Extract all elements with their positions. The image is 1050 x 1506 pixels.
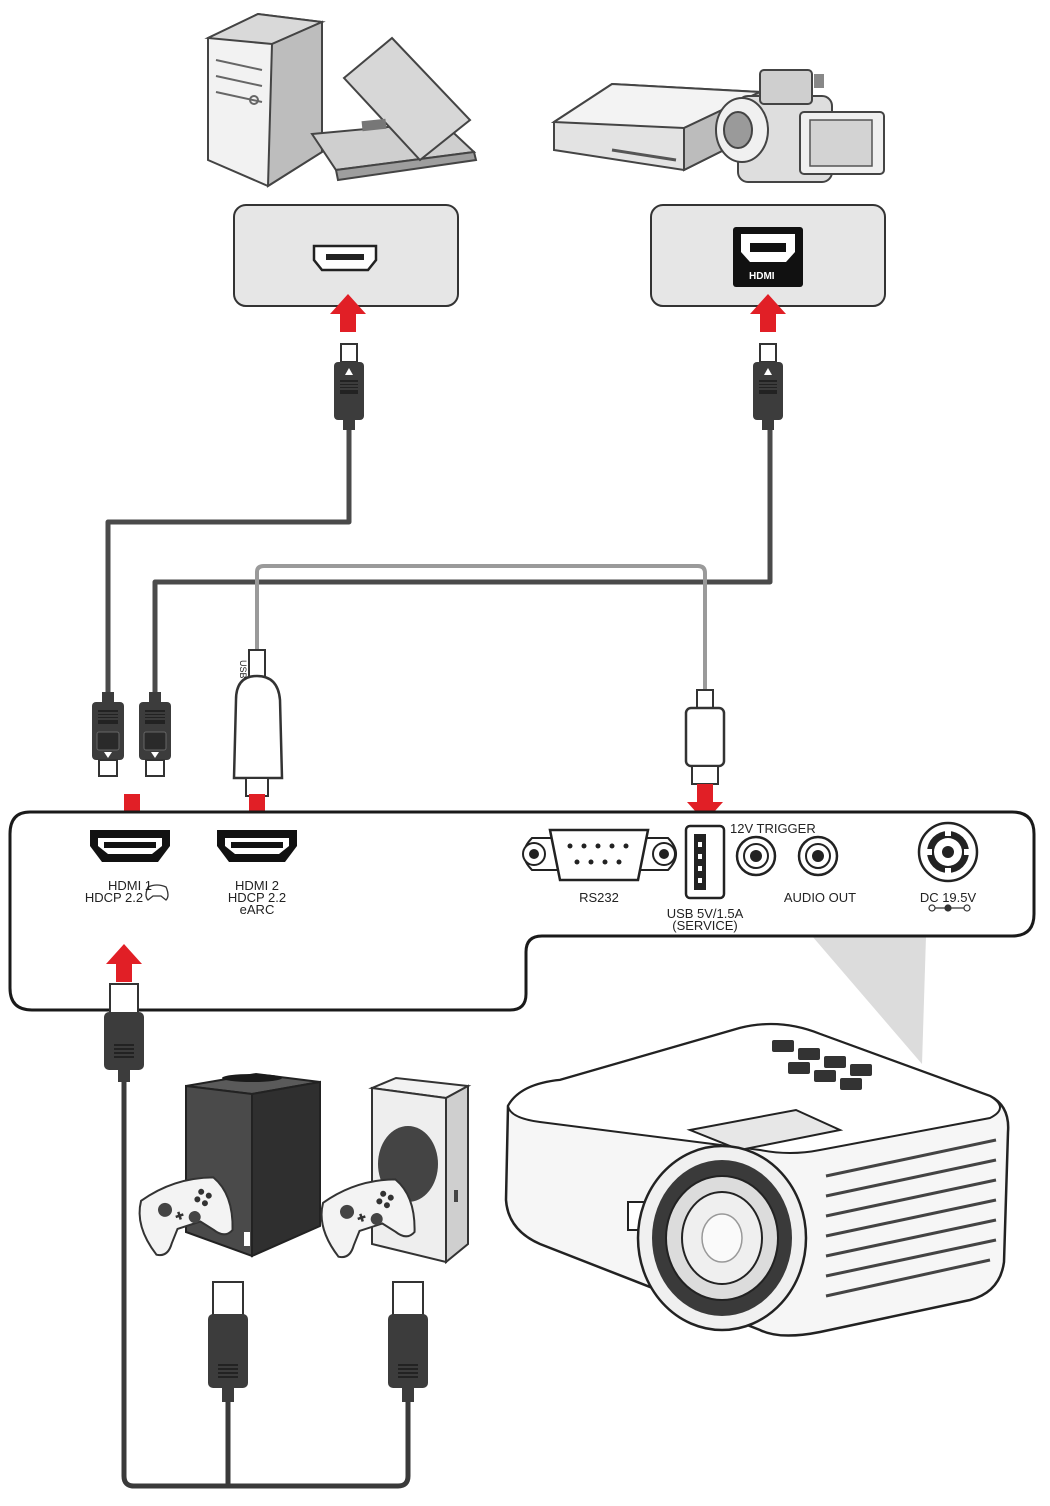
desktop-tower-icon	[204, 12, 326, 188]
camcorder-icon	[715, 69, 885, 183]
hdmi-cable-consoles	[121, 1075, 411, 1489]
hdmi-plug-computer	[333, 343, 365, 431]
usb-streaming-dongle-icon	[232, 649, 284, 797]
hdmi2-label-line3: eARC	[239, 902, 275, 917]
trigger-label: 12V TRIGGER	[730, 821, 816, 836]
usb-port	[684, 824, 726, 900]
zoom-beam	[812, 936, 926, 1064]
controller-small-icon	[145, 884, 169, 901]
trigger-jack	[735, 835, 777, 877]
projector-icon	[504, 1022, 1010, 1337]
dc-power-port	[917, 821, 979, 883]
rs232-label: RS232	[579, 890, 619, 905]
usb-label-line2: (SERVICE)	[672, 918, 738, 933]
hdmi-plug-media-player	[752, 343, 784, 431]
hdmi-plug-consoles	[104, 983, 144, 1082]
usb-power-cable	[255, 564, 707, 692]
hdmi-port-outline-icon	[312, 244, 378, 272]
hdmi-plug-hdmi1	[91, 691, 125, 777]
hdmi-badge-label: HDMI	[749, 271, 775, 282]
dc-label: DC 19.5V	[919, 890, 977, 905]
hdmi2-label-line2: HDCP 2.2	[227, 890, 287, 905]
rs232-port	[522, 828, 677, 882]
hdmi-plug-xbox-s	[388, 1281, 428, 1402]
hdmi2-label-line1: HDMI 2	[234, 878, 280, 893]
hdmi-plug-hdmi2	[138, 691, 172, 777]
laptop-icon	[310, 36, 478, 182]
usb-label-line1: USB 5V/1.5A	[666, 906, 744, 921]
hdmi-logo-port-icon	[733, 227, 803, 287]
hdmi-plug-xbox-x	[208, 1281, 248, 1402]
usb-dongle-label: USB	[238, 660, 248, 679]
dc-polarity-icon	[928, 904, 971, 912]
hdmi1-label-line1: HDMI 1	[107, 878, 153, 893]
usb-plug	[684, 689, 726, 785]
hdmi-cable-computer	[105, 425, 352, 698]
hdmi2-port	[217, 830, 297, 862]
hdmi1-port	[90, 830, 170, 862]
audio-out-label: AUDIO OUT	[783, 890, 857, 905]
hdmi-cable-media-player	[152, 425, 773, 698]
xbox-series-s-icon	[368, 1076, 472, 1265]
audio-out-jack	[797, 835, 839, 877]
xbox-series-x-icon	[185, 1072, 321, 1258]
hdmi1-label-line2: HDCP 2.2	[84, 890, 144, 905]
